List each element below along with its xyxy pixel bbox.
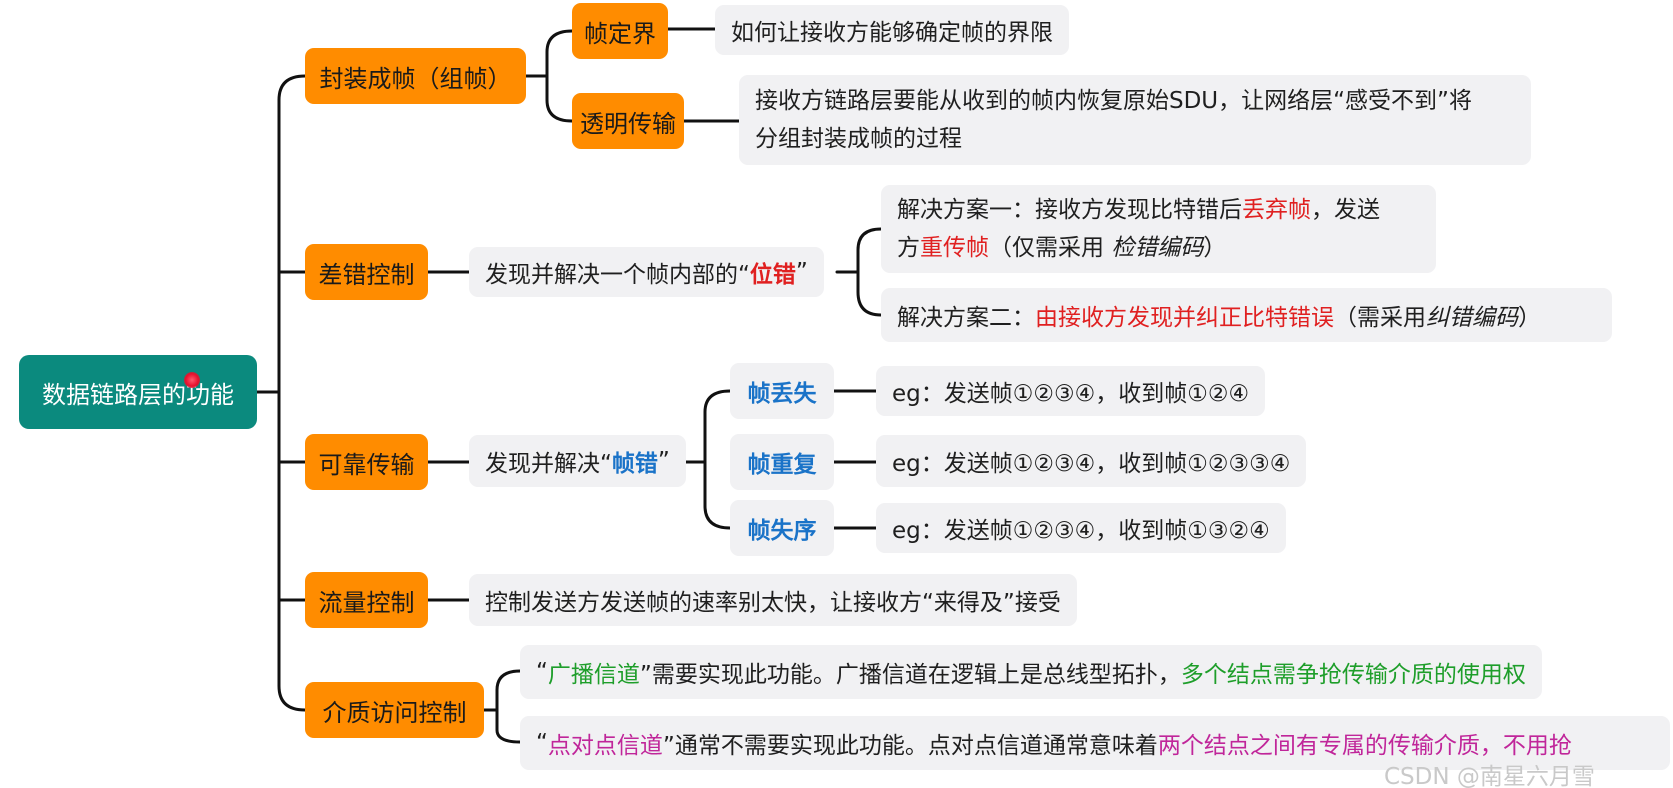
connector-root-spine <box>277 74 307 712</box>
root-label: 数据链路层的功能 <box>42 380 234 409</box>
category-mac[interactable]: 介质访问控制 <box>305 682 484 738</box>
leaf-transparent-line1: 接收方链路层要能从收到的帧内恢复原始SDU，让网络层“感受不到”将 <box>755 88 1472 114</box>
plan1-pre: 解决方案一：接收方发现比特错后 <box>897 197 1242 223</box>
flow-desc-text: 控制发送方发送帧的速率别太快，让接收方“来得及”接受 <box>485 590 1061 616</box>
category-framing[interactable]: 封装成帧（组帧） <box>305 48 526 104</box>
leaf-error-plan2: 解决方案二：由接收方发现并纠正比特错误（需采用 纠错编码） <box>881 288 1612 342</box>
category-error-label: 差错控制 <box>318 260 415 289</box>
cursor-highlight-dot <box>184 372 200 388</box>
reliable-desc-keyword: 帧错 <box>611 451 658 477</box>
error-desc-text: 发现并解决一个帧内部的“ <box>485 262 750 288</box>
leaf-delimit-desc: 如何让接收方能够确定帧的界限 <box>715 5 1069 55</box>
sub-frame-order-label: 帧失序 <box>747 518 817 544</box>
leaf-frame-loss-eg: eg：发送帧①②③④，收到帧①②④ <box>876 366 1266 416</box>
error-desc-close: ” <box>795 259 808 285</box>
connector-mac <box>482 669 522 744</box>
error-desc-keyword: 位错 <box>749 262 796 288</box>
sub-frame-order[interactable]: 帧失序 <box>730 500 834 556</box>
category-framing-label: 封装成帧（组帧） <box>319 64 512 93</box>
plan1-l2-italic: 检错编码 <box>1111 235 1204 261</box>
plan2-keyword: 由接收方发现并纠正比特错误 <box>1035 305 1334 331</box>
plan2-mid: （需采用 <box>1334 305 1426 331</box>
p2p-keyword: 点对点信道 <box>547 733 663 759</box>
leaf-mac-p2p: “点对点信道”通常不需要实现此功能。点对点信道通常意味着两个结点之间有专属的传输… <box>520 716 1670 770</box>
leaf-mac-broadcast: “广播信道”需要实现此功能。广播信道在逻辑上是总线型拓扑，多个结点需争抢传输介质… <box>520 645 1542 699</box>
sub-frame-loss-label: 帧丢失 <box>747 381 817 407</box>
leaf-flow-desc: 控制发送方发送帧的速率别太快，让接收方“来得及”接受 <box>469 574 1077 626</box>
category-mac-label: 介质访问控制 <box>322 698 467 727</box>
connector-error-plans <box>835 227 883 317</box>
broadcast-highlight: 多个结点需争抢传输介质的使用权 <box>1180 662 1526 688</box>
plan1-keyword-discard: 丢弃帧 <box>1242 197 1311 223</box>
leaf-error-plan1: 解决方案一：接收方发现比特错后丢弃帧，发送 方重传帧（仅需采用 检错编码） <box>881 185 1436 273</box>
sub-frame-dup-label: 帧重复 <box>747 452 817 478</box>
watermark: CSDN @南星六月雪 <box>1384 764 1595 788</box>
category-reliable[interactable]: 可靠传输 <box>305 434 428 490</box>
leaf-reliable-desc: 发现并解决“帧错” <box>469 435 686 487</box>
sub-delimit[interactable]: 帧定界 <box>572 3 668 59</box>
broadcast-keyword: 广播信道 <box>547 662 640 688</box>
sub-frame-dup[interactable]: 帧重复 <box>730 434 834 490</box>
leaf-transparent-desc: 接收方链路层要能从收到的帧内恢复原始SDU，让网络层“感受不到”将 分组封装成帧… <box>739 75 1531 165</box>
plan1-keyword-resend: 重传帧 <box>920 235 989 261</box>
category-reliable-label: 可靠传输 <box>318 450 415 479</box>
leaf-transparent-line2: 分组封装成帧的过程 <box>755 126 962 152</box>
sub-delimit-label: 帧定界 <box>584 19 656 48</box>
category-error-control[interactable]: 差错控制 <box>305 244 428 300</box>
plan2-post: ） <box>1518 305 1541 331</box>
sub-transparent[interactable]: 透明传输 <box>572 93 684 149</box>
plan1-l2-post: ） <box>1203 235 1227 261</box>
leaf-frame-dup-eg: eg：发送帧①②③④，收到帧①②③③④ <box>876 435 1307 487</box>
frame-order-eg-text: eg：发送帧①②③④，收到帧①③②④ <box>892 518 1270 544</box>
broadcast-quote-open: “ <box>536 659 548 685</box>
category-flow-label: 流量控制 <box>318 588 415 617</box>
plan2-italic: 纠错编码 <box>1426 305 1518 331</box>
category-flow[interactable]: 流量控制 <box>305 572 428 628</box>
connector-framing <box>524 29 574 123</box>
leaf-error-desc: 发现并解决一个帧内部的“位错” <box>469 247 824 297</box>
plan1-l2-mid: （仅需采用 <box>989 235 1112 261</box>
connector-reliable-items <box>683 389 732 530</box>
sub-transparent-label: 透明传输 <box>580 109 676 138</box>
plan1-line2: 方重传帧（仅需采用 检错编码） <box>897 229 1226 267</box>
leaf-delimit-text: 如何让接收方能够确定帧的界限 <box>731 20 1053 46</box>
broadcast-text: ”需要实现此功能。广播信道在逻辑上是总线型拓扑， <box>639 662 1181 688</box>
p2p-quote-open: “ <box>536 730 548 756</box>
frame-dup-eg-text: eg：发送帧①②③④，收到帧①②③③④ <box>892 451 1291 477</box>
plan1-l2-pre: 方 <box>897 235 920 261</box>
p2p-highlight: 两个结点之间有专属的传输介质，不用抢 <box>1157 733 1572 759</box>
reliable-desc-text: 发现并解决“ <box>485 451 612 477</box>
p2p-text: ”通常不需要实现此功能。点对点信道通常意味着 <box>662 733 1158 759</box>
root-node[interactable]: 数据链路层的功能 <box>19 355 257 429</box>
frame-loss-eg-text: eg：发送帧①②③④，收到帧①②④ <box>892 381 1250 407</box>
plan1-line1: 解决方案一：接收方发现比特错后丢弃帧，发送 <box>897 191 1380 229</box>
plan2-pre: 解决方案二： <box>897 305 1035 331</box>
leaf-frame-order-eg: eg：发送帧①②③④，收到帧①③②④ <box>876 503 1286 553</box>
sub-frame-loss[interactable]: 帧丢失 <box>730 363 834 419</box>
plan1-mid: ，发送 <box>1311 197 1380 223</box>
reliable-desc-close: ” <box>657 448 670 474</box>
